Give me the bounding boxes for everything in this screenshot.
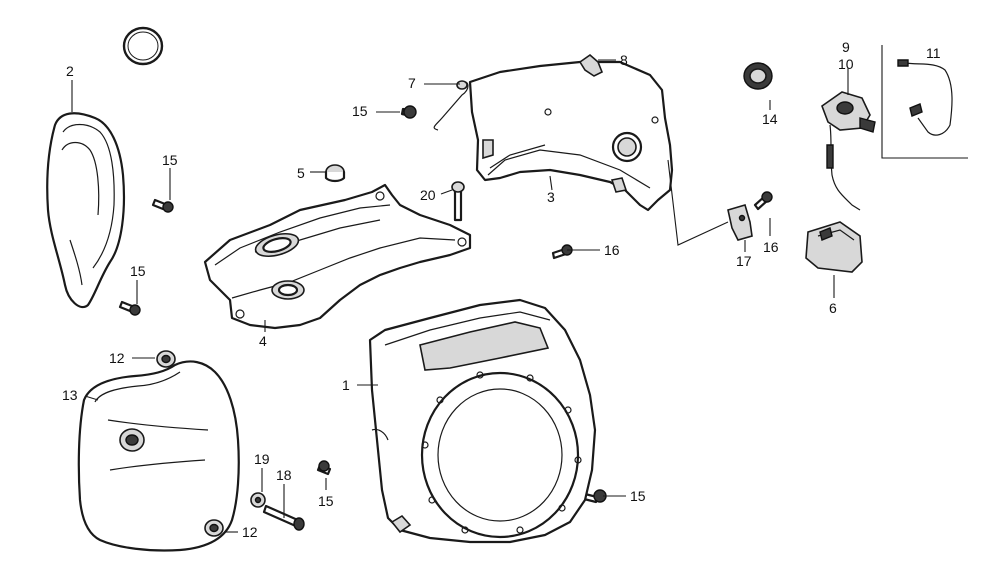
part-20-bolt — [451, 181, 465, 222]
callout-7: 7 — [408, 75, 416, 91]
callout-18: 18 — [276, 467, 292, 483]
callout-15-c: 15 — [352, 103, 368, 119]
part-9-10-switch — [821, 91, 876, 211]
part-17-bracket — [727, 204, 753, 241]
callout-3: 3 — [547, 189, 555, 205]
callout-10: 10 — [838, 56, 854, 72]
callout-9: 9 — [842, 39, 850, 55]
part-1-fan-housing — [368, 298, 597, 544]
callout-15-a: 15 — [162, 152, 178, 168]
callout-12-top: 12 — [109, 350, 125, 366]
part-16-screw-a — [551, 244, 573, 260]
callout-2: 2 — [66, 63, 74, 79]
callout-5: 5 — [297, 165, 305, 181]
part-12-nut-bottom — [204, 519, 224, 537]
part-19-washer — [250, 492, 266, 508]
part-12-nut-top — [156, 350, 176, 368]
part-5-grommet — [324, 164, 346, 183]
part-11-wire — [881, 45, 968, 159]
callout-4: 4 — [259, 333, 267, 349]
part-14-grommet — [743, 62, 773, 90]
part-18-bolt — [262, 504, 305, 531]
callout-6: 6 — [829, 300, 837, 316]
part-15-screw-c — [400, 105, 417, 119]
part-15-screw-d — [316, 460, 332, 476]
callout-13: 13 — [62, 387, 78, 403]
callout-14: 14 — [762, 111, 778, 127]
part-3-baffle — [468, 60, 674, 212]
callout-15-d: 15 — [318, 493, 334, 509]
part-4-base-plate — [203, 183, 472, 330]
part-15-screw-b — [118, 300, 141, 316]
fan-housing-bolt-holes — [421, 371, 582, 534]
callout-15-e: 15 — [630, 488, 646, 504]
callout-labels: 1 2 3 4 5 6 7 8 9 10 11 12 12 13 14 15 1… — [62, 39, 941, 540]
callout-12-bottom: 12 — [242, 524, 258, 540]
part-8-clip — [578, 53, 604, 77]
leader-lines — [71, 59, 849, 533]
callout-20: 20 — [420, 187, 436, 203]
callout-19: 19 — [254, 451, 270, 467]
callout-16-b: 16 — [763, 239, 779, 255]
callout-17: 17 — [736, 253, 752, 269]
part-2-side-shroud — [46, 112, 126, 309]
callout-8: 8 — [620, 52, 628, 68]
part-16-screw-b — [753, 191, 773, 211]
o-ring — [122, 26, 164, 66]
part-6-control-unit — [805, 221, 863, 273]
part-15-screw-a — [151, 198, 174, 213]
callout-16-a: 16 — [604, 242, 620, 258]
part-13-starter-cover — [77, 360, 240, 552]
callout-11: 11 — [926, 45, 941, 61]
callout-15-b: 15 — [130, 263, 146, 279]
part-7-spring-clip — [433, 80, 469, 131]
callout-1: 1 — [342, 377, 350, 393]
